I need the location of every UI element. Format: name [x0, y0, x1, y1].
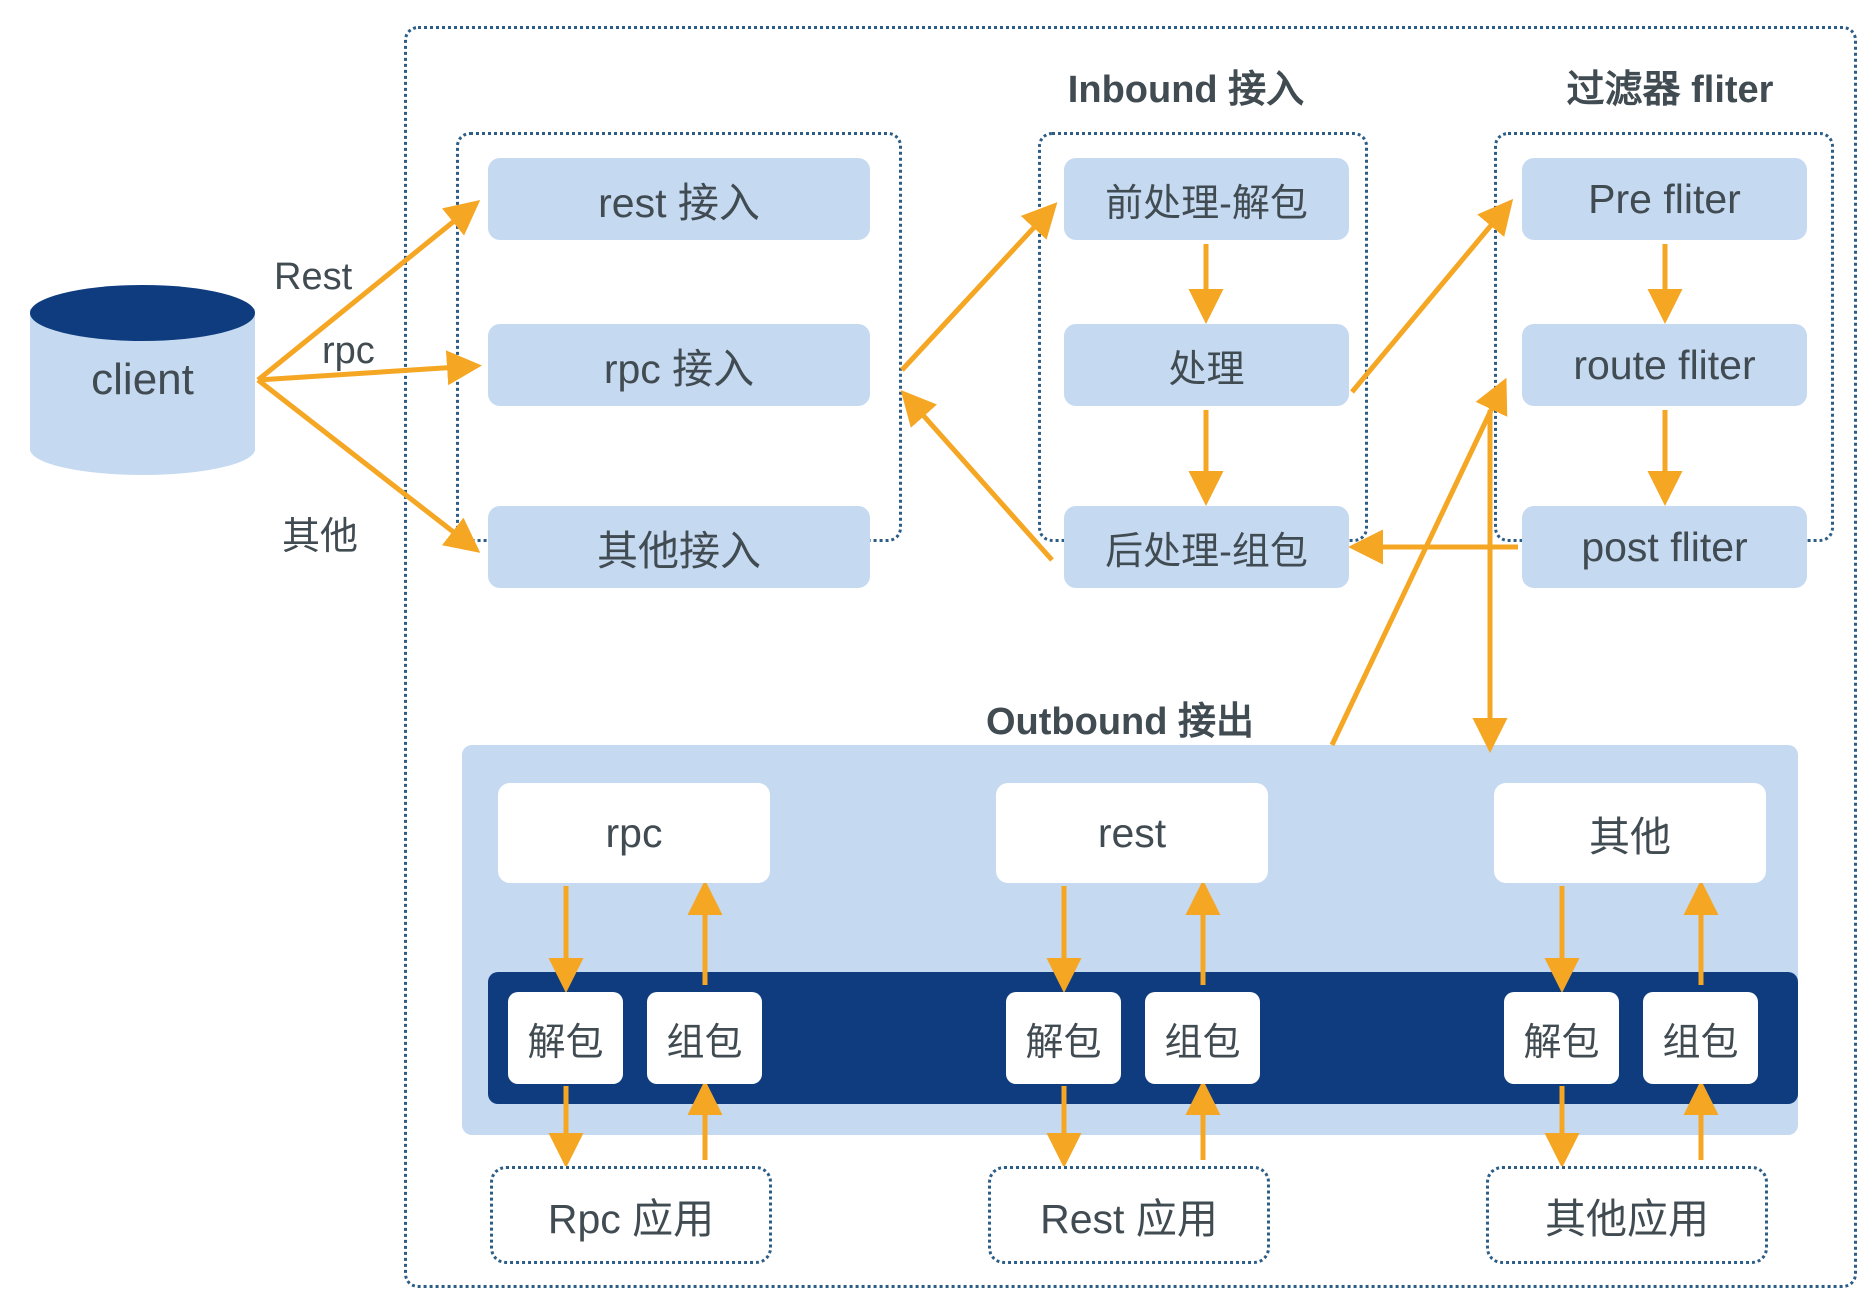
codec-encode-rpc[interactable]: 组包 [647, 992, 762, 1084]
edge-label-rest: Rest [274, 256, 353, 298]
codec-encode-other[interactable]: 组包 [1643, 992, 1758, 1084]
inbound-box-postprocess-label: 后处理-组包 [1105, 530, 1308, 573]
access-box-rest-label: rest 接入 [598, 180, 760, 226]
edge-label-other: 其他 [282, 516, 359, 558]
outbound-group-title: Outbound 接出 [985, 701, 1255, 743]
inbound-box-postprocess[interactable]: 后处理-组包 [1064, 506, 1349, 588]
outbound-protocol-rest-label: rest [1097, 809, 1167, 856]
access-box-other[interactable]: 其他接入 [488, 506, 870, 588]
filter-box-pre[interactable]: Pre fliter [1522, 158, 1807, 240]
outbound-protocol-rpc[interactable]: rpc [498, 783, 770, 883]
filter-box-post-label: post fliter [1581, 523, 1748, 570]
codec-encode-other-label: 组包 [1662, 1021, 1739, 1064]
outbound-protocol-other[interactable]: 其他 [1494, 783, 1766, 883]
codec-decode-rpc[interactable]: 解包 [508, 992, 623, 1084]
application-box-rpc[interactable]: Rpc 应用 [490, 1166, 772, 1264]
inbound-group-title: Inbound 接入 [1067, 69, 1305, 111]
application-box-other-label: 其他应用 [1545, 1196, 1709, 1242]
codec-decode-rest[interactable]: 解包 [1006, 992, 1121, 1084]
outbound-protocol-rest[interactable]: rest [996, 783, 1268, 883]
codec-decode-rpc-label: 解包 [527, 1021, 604, 1064]
codec-encode-rest-label: 组包 [1164, 1021, 1241, 1064]
cylinder-top-ellipse [30, 285, 255, 341]
codec-encode-rpc-label: 组包 [666, 1021, 743, 1064]
inbound-box-preprocess-label: 前处理-解包 [1105, 182, 1308, 225]
access-box-rpc-label: rpc 接入 [603, 346, 755, 392]
filter-box-pre-label: Pre fliter [1588, 175, 1741, 222]
client-node[interactable]: client [30, 285, 255, 475]
application-box-rest[interactable]: Rest 应用 [988, 1166, 1270, 1264]
inbound-box-process-label: 处理 [1168, 348, 1245, 391]
access-box-other-label: 其他接入 [597, 528, 761, 574]
codec-encode-rest[interactable]: 组包 [1145, 992, 1260, 1084]
filter-group-title: 过滤器 fliter [1566, 69, 1774, 111]
client-label: client [91, 355, 194, 404]
cylinder-bottom-ellipse [30, 423, 255, 475]
inbound-box-process[interactable]: 处理 [1064, 324, 1349, 406]
application-box-rpc-label: Rpc 应用 [547, 1196, 715, 1242]
inbound-box-preprocess[interactable]: 前处理-解包 [1064, 158, 1349, 240]
access-box-rpc[interactable]: rpc 接入 [488, 324, 870, 406]
outbound-protocol-other-label: 其他 [1589, 814, 1671, 860]
outbound-protocol-rpc-label: rpc [605, 809, 663, 856]
edge-label-rpc: rpc [322, 330, 375, 372]
filter-box-post[interactable]: post fliter [1522, 506, 1807, 588]
access-box-rest[interactable]: rest 接入 [488, 158, 870, 240]
codec-decode-rest-label: 解包 [1025, 1021, 1102, 1064]
filter-box-route-label: route fliter [1573, 341, 1756, 388]
application-box-rest-label: Rest 应用 [1040, 1196, 1218, 1242]
system-boundary [404, 26, 1857, 1288]
filter-box-route[interactable]: route fliter [1522, 324, 1807, 406]
codec-decode-other[interactable]: 解包 [1504, 992, 1619, 1084]
codec-decode-other-label: 解包 [1523, 1021, 1600, 1064]
application-box-other[interactable]: 其他应用 [1486, 1166, 1768, 1264]
